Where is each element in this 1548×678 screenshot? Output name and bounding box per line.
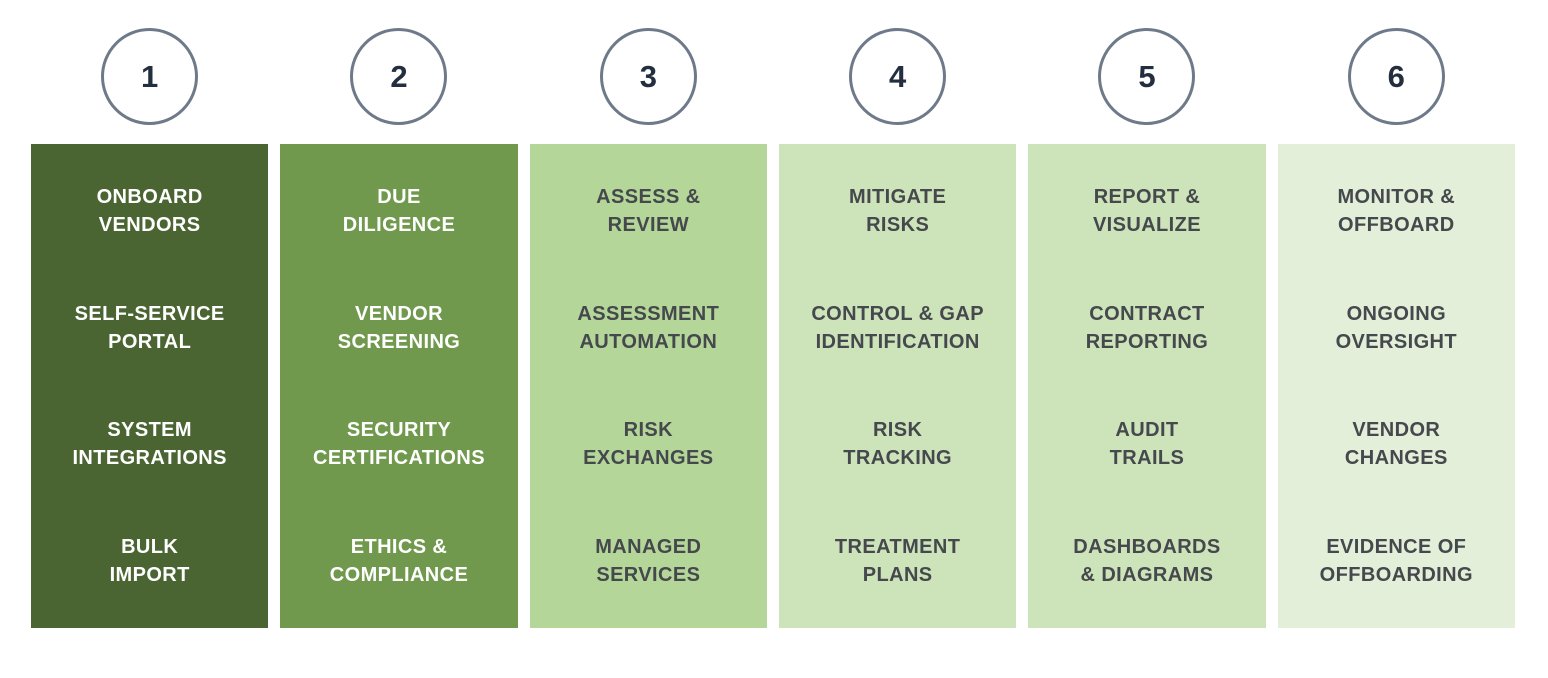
stage-3-item-2: ASSESSMENT AUTOMATION bbox=[577, 302, 720, 353]
stage-6-item-2: ONGOING OVERSIGHT bbox=[1335, 302, 1457, 353]
stage-3-item-4: MANAGED SERVICES bbox=[595, 535, 702, 586]
stage-5-number-circle: 5 bbox=[1098, 28, 1196, 125]
stage-1-onboard-vendors: 1 ONBOARD VENDORS SELF-SERVICE PORTAL SY… bbox=[31, 28, 269, 628]
stage-3-number-circle: 3 bbox=[599, 28, 697, 125]
stage-4-number-circle: 4 bbox=[849, 28, 947, 125]
stage-6-number: 6 bbox=[1387, 59, 1405, 94]
stage-1-block: ONBOARD VENDORS SELF-SERVICE PORTAL SYST… bbox=[31, 144, 269, 628]
stage-1-item-2: SELF-SERVICE PORTAL bbox=[74, 302, 225, 353]
stage-5-item-1: REPORT & VISUALIZE bbox=[1092, 186, 1201, 236]
stage-4-item-3: RISK TRACKING bbox=[843, 419, 953, 470]
stage-1-number: 1 bbox=[141, 59, 159, 94]
stage-2-number-circle: 2 bbox=[350, 28, 448, 125]
stage-6-number-circle: 6 bbox=[1347, 28, 1445, 125]
stage-6-item-4: EVIDENCE OF OFFBOARDING bbox=[1319, 535, 1473, 586]
stage-2-item-3: SECURITY CERTIFICATIONS bbox=[313, 419, 485, 470]
stage-3-item-3: RISK EXCHANGES bbox=[583, 419, 714, 470]
stage-4-item-1: MITIGATE RISKS bbox=[849, 186, 947, 236]
stage-6-item-1: MONITOR & OFFBOARD bbox=[1337, 186, 1456, 236]
stage-6-block: MONITOR & OFFBOARD ONGOING OVERSIGHT VEN… bbox=[1277, 144, 1515, 628]
stage-3-assess-review: 3 ASSESS & REVIEW ASSESSMENT AUTOMATION … bbox=[529, 28, 767, 628]
stage-4-number: 4 bbox=[889, 59, 907, 94]
stage-5-block: REPORT & VISUALIZE CONTRACT REPORTING AU… bbox=[1028, 144, 1266, 628]
stage-6-item-3: VENDOR CHANGES bbox=[1344, 419, 1448, 470]
stage-5-report-visualize: 5 REPORT & VISUALIZE CONTRACT REPORTING … bbox=[1028, 28, 1266, 628]
stage-5-number: 5 bbox=[1138, 59, 1156, 94]
stage-2-item-4: ETHICS & COMPLIANCE bbox=[329, 535, 469, 586]
stage-2-block: DUE DILIGENCE VENDOR SCREENING SECURITY … bbox=[280, 144, 518, 628]
stage-2-due-diligence: 2 DUE DILIGENCE VENDOR SCREENING SECURIT… bbox=[280, 28, 518, 628]
stage-1-item-1: ONBOARD VENDORS bbox=[96, 186, 203, 236]
stage-1-item-3: SYSTEM INTEGRATIONS bbox=[72, 419, 227, 470]
stage-4-item-2: CONTROL & GAP IDENTIFICATION bbox=[811, 302, 984, 353]
stage-4-block: MITIGATE RISKS CONTROL & GAP IDENTIFICAT… bbox=[778, 144, 1017, 628]
stages-row: 1 ONBOARD VENDORS SELF-SERVICE PORTAL SY… bbox=[31, 28, 1515, 628]
stage-6-monitor-offboard: 6 MONITOR & OFFBOARD ONGOING OVERSIGHT V… bbox=[1277, 28, 1515, 628]
stage-5-item-4: DASHBOARDS & DIAGRAMS bbox=[1073, 535, 1221, 586]
stage-3-number: 3 bbox=[639, 59, 657, 94]
stage-4-item-4: TREATMENT PLANS bbox=[834, 535, 961, 586]
stage-2-item-1: DUE DILIGENCE bbox=[342, 186, 456, 236]
stage-5-item-3: AUDIT TRAILS bbox=[1109, 419, 1185, 470]
stage-1-number-circle: 1 bbox=[101, 28, 199, 125]
stage-5-item-2: CONTRACT REPORTING bbox=[1085, 302, 1209, 353]
stage-2-number: 2 bbox=[390, 59, 408, 94]
stage-2-item-2: VENDOR SCREENING bbox=[337, 302, 461, 353]
stage-3-item-1: ASSESS & REVIEW bbox=[596, 186, 701, 236]
stage-3-block: ASSESS & REVIEW ASSESSMENT AUTOMATION RI… bbox=[529, 144, 767, 628]
stage-4-mitigate-risks: 4 MITIGATE RISKS CONTROL & GAP IDENTIFIC… bbox=[778, 28, 1017, 628]
stage-1-item-4: BULK IMPORT bbox=[109, 535, 190, 586]
